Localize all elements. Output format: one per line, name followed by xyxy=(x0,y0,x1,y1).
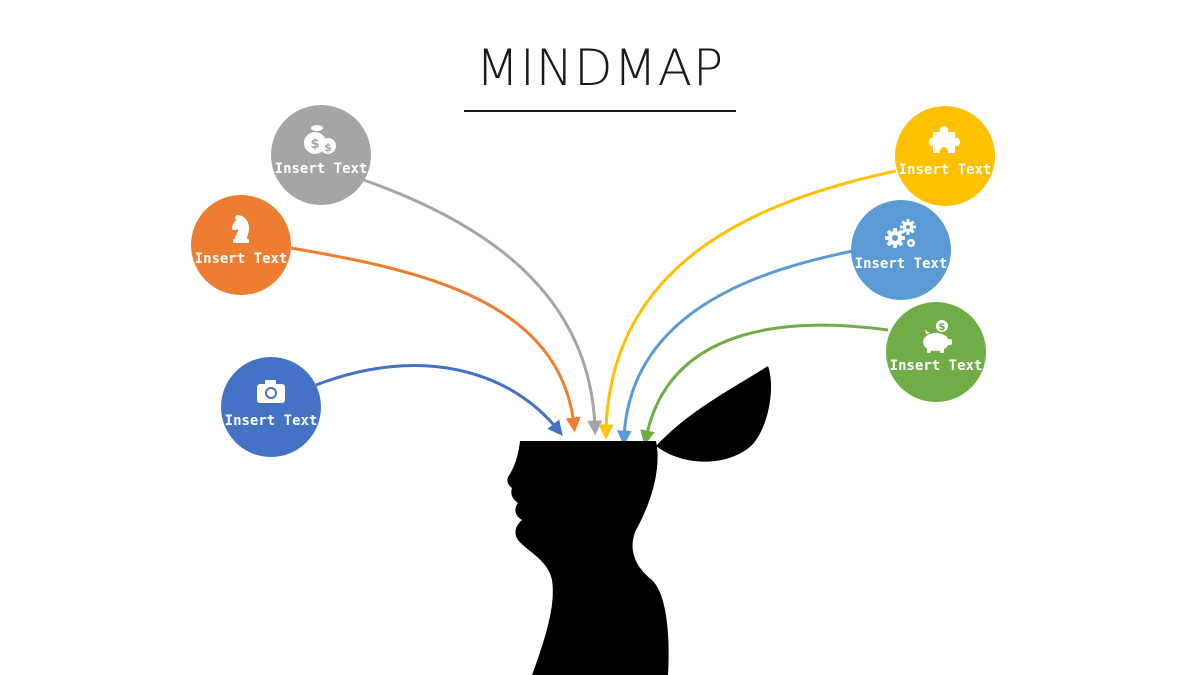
head-silhouette xyxy=(507,366,772,675)
connector-puzzle xyxy=(598,169,897,440)
camera-icon xyxy=(257,380,285,403)
svg-text:$: $ xyxy=(310,137,319,152)
connector-money-bag xyxy=(357,176,603,436)
connector-chess-knight xyxy=(290,246,581,433)
node-money-bag[interactable]: $ $ Insert Text xyxy=(271,105,371,205)
puzzle-icon xyxy=(929,126,960,153)
svg-text:$: $ xyxy=(939,322,946,333)
chess-knight-icon xyxy=(231,215,249,243)
page-title: MINDMAP xyxy=(475,39,725,97)
connector-camera xyxy=(315,364,563,436)
node-label: Insert Text xyxy=(889,358,983,374)
node-camera[interactable]: Insert Text xyxy=(221,357,321,457)
node-piggy-bank[interactable]: $ Insert Text xyxy=(886,302,986,402)
gears-icon xyxy=(885,219,916,248)
piggy-bank-icon: $ xyxy=(923,320,952,353)
money-bag-icon: $ $ xyxy=(304,125,336,154)
node-label: Insert Text xyxy=(854,256,948,272)
title-underline xyxy=(464,110,736,112)
svg-text:$: $ xyxy=(324,141,332,154)
connector-piggy-bank xyxy=(640,323,889,446)
node-label: Insert Text xyxy=(274,161,368,177)
node-puzzle[interactable]: Insert Text xyxy=(895,106,995,206)
node-label: Insert Text xyxy=(898,162,992,178)
node-gears[interactable]: Insert Text xyxy=(851,200,951,300)
node-label: Insert Text xyxy=(194,251,288,267)
node-label: Insert Text xyxy=(224,413,318,429)
node-chess-knight[interactable]: Insert Text xyxy=(191,195,291,295)
connector-gears xyxy=(616,249,854,446)
